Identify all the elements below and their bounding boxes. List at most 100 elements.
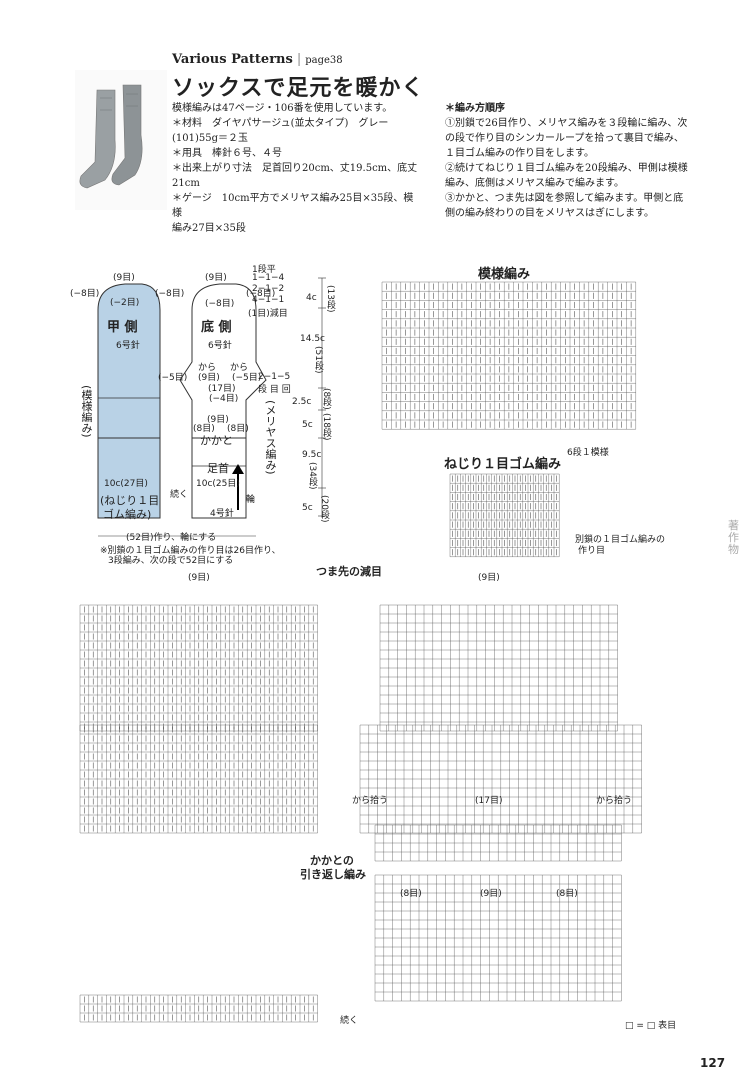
sock-schematic [97,277,326,537]
instep-dec-right: (−8目) [155,289,185,299]
instep-dec-left: (−8目) [70,289,100,299]
materials-line: ＊出来上がり寸法 足首回り20cm、丈19.5cm、底丈 [172,163,418,174]
page-number: 127 [700,1056,726,1070]
dec-rule-4: (1目)減目 [248,309,288,319]
procedure-line: ②続けてねじり１目ゴム編みを20段編み、甲側は模様 [445,163,688,174]
heel-turn-grid [374,824,622,862]
instep-top-count: (9目) [113,273,135,283]
cuff-label-1: (ねじり１目 [100,494,160,507]
procedure-line: 側の編み終わりの目をメリヤスはぎにします。 [445,208,654,219]
cast-on-note-2: 3段編み、次の段で52目にする [108,556,234,566]
procedure-line: 編み、底側はメリヤス編みで編みます。 [445,178,624,189]
sole-top-count: (9目) [205,273,227,283]
dim-5b-rows: (20段) [319,495,329,523]
heel-rule: 2−1−5 [258,372,291,382]
materials-line: 編み27目×35段 [172,223,246,234]
procedure-line: の段で作り目のシンカーループを拾って裏目で編み、 [445,133,684,144]
materials-line: ＊材料 ダイヤパサージュ(並太タイプ) グレー [172,118,389,129]
materials-line: 21cm [172,178,200,189]
sole-needle: 6号針 [208,341,232,351]
dim-4-rows: (13段) [325,285,335,313]
heel-chart-title-2: 引き返し編み [300,868,366,881]
pattern-repeat-label: 6段１模様 [567,448,609,458]
pick-up-left: から拾う [352,796,389,806]
dec-rule-1: 1−1−4 [252,273,285,283]
foot-left-grid [79,724,318,834]
cuff-label-2: ゴム編み) [103,508,152,521]
cast-on-note-1: ※別鎖の１目ゴム編みの作り目は26目作り、 [100,546,281,556]
heel-8-left: (8目) [400,889,422,899]
dim-14-5-rows: (51段) [313,346,323,374]
ankle-label: 足首 [207,462,229,475]
rib-chart-title: ねじり１目ゴム編み [444,457,562,472]
chart-continue: 続く [340,1016,359,1026]
legend: □ = □ 表目 [625,1018,676,1031]
legend-symbol: □ = □ [625,1021,656,1031]
side-note: 著作物 [728,519,739,556]
socks-photo [75,70,167,210]
materials-section: 模様編みは47ページ・106番を使用しています。 ＊材料 ダイヤパサージュ(並太… [172,101,422,236]
toe-right-grid [379,604,618,732]
cuff-count: 10c(27目) [104,479,148,489]
dim-5b: 5c [302,503,313,513]
header-divider: | [296,52,302,67]
ring-label: 輪 [246,495,256,505]
instep-pattern-label: (模様編み) [80,385,93,438]
toe-left-grid [79,604,318,732]
instep-dec-inner: (−2目) [110,298,140,308]
heel-flap-grid [374,874,622,1002]
dim-2-5-rows: (8段) [321,388,331,410]
cast-on-label: (52目)作り、輪にする [126,533,217,543]
pickup-9: (9目) [198,373,220,383]
dim-14-5: 14.5c [300,334,325,344]
materials-line: ＊ゲージ 10cm平方でメリヤス編み25目×35段、模様 [172,193,414,219]
procedure-section: ＊編み方順序 ①別鎖で26目作り、メリヤス編みを３段輪に編み、次 の段で作り目の… [445,101,710,221]
series-title: Various Patterns [172,52,293,67]
pickup-17: (17目) [208,384,236,394]
page-reference: page38 [305,55,343,66]
dec-rule-3: 4−1−1 [252,295,285,305]
pattern-chart-title: 模様編み [478,267,531,282]
main-chart-grid [79,604,642,1023]
toe-right-top: (9目) [478,573,500,583]
series-header: Various Patterns|page38 [172,52,343,67]
sole-dec-right: (−8目) [246,289,276,299]
toe-left-top: (9目) [188,573,210,583]
heel-9: (9目) [207,415,229,425]
dim-4: 4c [306,293,317,303]
heel-label: かかと [200,434,233,447]
pickup-minus4: (−4目) [209,394,239,404]
page-title: ソックスで足元を暖かく [172,75,425,101]
pickup-right-label: から [230,363,249,373]
materials-line: 模様編みは47ページ・106番を使用しています。 [172,103,393,114]
pattern-grid [381,281,637,430]
procedure-line: ③かかと、つま先は図を参照して編みます。甲側と底 [445,193,684,204]
heel-8a: (8目) [193,424,215,434]
cuff-needle: 4号針 [210,509,234,519]
pick-up-right: から拾う [596,796,633,806]
cuff-left-grid [79,994,318,1023]
dim-5a: 5c [302,420,313,430]
dec-rows: 1段平 [252,265,276,275]
pick-up-count: (17目) [475,796,503,806]
procedure-heading: ＊編み方順序 [445,103,505,114]
pickup-dec-right: (−5目) [232,373,262,383]
procedure-line: １目ゴム編みの作り目をします。 [445,148,594,159]
ankle-count: 10c(25目) [196,479,240,489]
foot-right-grid [359,724,642,834]
instep-label: 甲 側 [107,320,138,335]
instep-needle: 6号針 [116,341,140,351]
continue-label: 続く [170,490,189,500]
rib-grid [449,473,560,558]
toe-chart-title: つま先の減目 [316,565,382,578]
sole-label: 底 側 [201,320,232,335]
dim-2-5: 2.5c [292,397,312,407]
pickup-left-label: から [198,363,217,373]
heel-rule-units: 段 目 回 [258,385,291,395]
pattern-chart-grid [381,281,637,430]
heel-9-mid: (9目) [480,889,502,899]
dim-9-5-rows: (34段) [307,462,317,490]
rib-note-1: 別鎖の１目ゴム編みの [575,535,666,545]
heel-8b: (8目) [227,424,249,434]
legend-text: 表目 [658,1021,677,1031]
